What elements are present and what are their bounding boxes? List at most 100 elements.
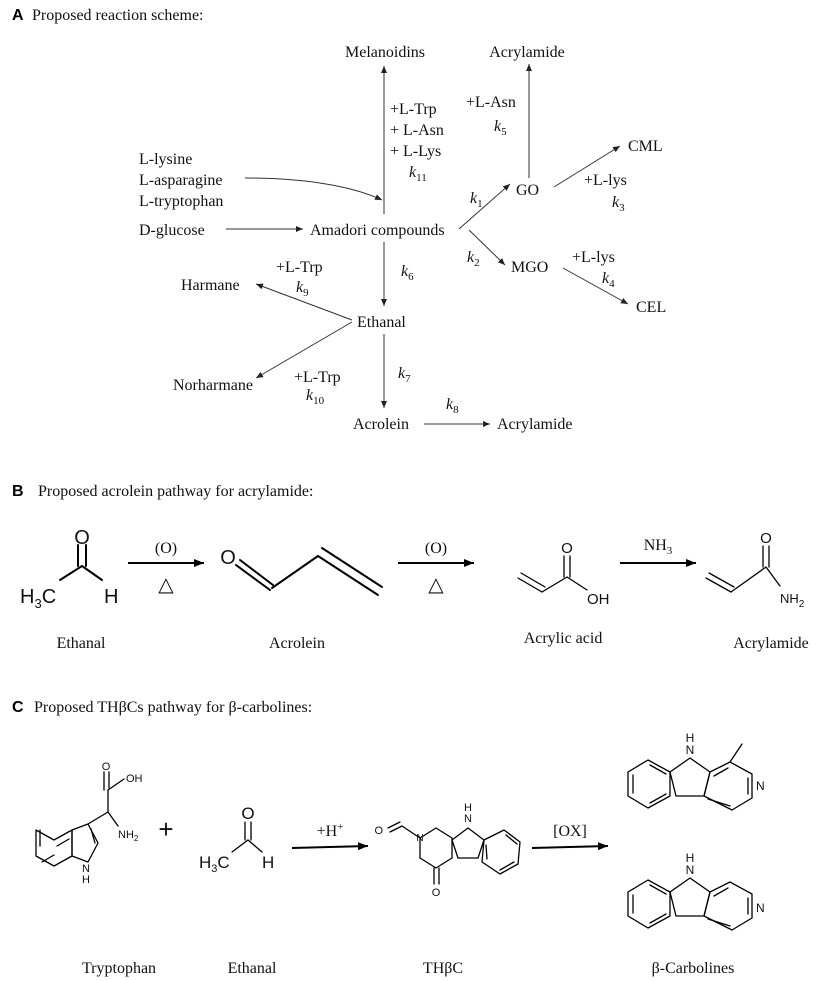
- atom-o: O: [102, 761, 111, 773]
- rate-k1: k1: [470, 190, 483, 210]
- rate-k4: k4: [602, 270, 615, 290]
- cond-melanoidin-lys: + L-Lys: [390, 143, 441, 160]
- rate-k10: k10: [306, 387, 325, 407]
- indole-n: N: [82, 863, 90, 875]
- name-acrolein: Acrolein: [269, 635, 325, 652]
- acrylic-acid-structure: O OH: [517, 540, 610, 608]
- name-tryptophan: Tryptophan: [82, 960, 156, 977]
- acrolein-structure: O: [220, 547, 383, 596]
- name-acrylic-acid: Acrylic acid: [524, 630, 603, 647]
- node-acrolein: Acrolein: [353, 416, 409, 433]
- node-ethanal: Ethanal: [357, 314, 406, 331]
- c-step2-condition: [OX]: [553, 823, 587, 840]
- rate-k7: k7: [398, 365, 411, 385]
- rate-k6: k6: [401, 263, 414, 283]
- thbc-structure: N H O N O: [374, 802, 521, 899]
- panel-b: B Proposed acrolein pathway for acrylami…: [12, 483, 809, 652]
- rate-k3: k3: [612, 194, 625, 214]
- name-beta-carbolines: β-Carbolines: [652, 960, 735, 977]
- node-l-lysine: L-lysine: [139, 151, 192, 168]
- panel-b-letter: B: [12, 483, 24, 500]
- atom-h: H: [262, 853, 274, 872]
- cond-norharmane-trp: +L-Trp: [294, 369, 341, 386]
- cond-go-lys: +L-lys: [584, 172, 627, 189]
- node-go: GO: [516, 182, 539, 199]
- node-melanoidins: Melanoidins: [345, 44, 425, 61]
- node-d-glucose: D-glucose: [139, 222, 205, 239]
- name-ethanal: Ethanal: [57, 635, 106, 652]
- plus-sign: +: [158, 814, 173, 844]
- norharmane-structure: N H N: [627, 851, 765, 931]
- c-step1-condition: +H+: [317, 821, 344, 840]
- ethanal-structure: O H H3C: [20, 527, 118, 611]
- norharmane-ring-n: N: [756, 901, 765, 915]
- panel-c-letter: C: [12, 699, 24, 716]
- cond-harmane-trp: +L-Trp: [276, 259, 323, 276]
- panel-a: A Proposed reaction scheme: Melanoidins …: [12, 7, 666, 433]
- harmane-structure: N H N: [627, 731, 765, 811]
- atom-nh2: NH2: [780, 591, 805, 610]
- arrow-amadori-to-mgo: [468, 229, 506, 266]
- indole-h: H: [82, 874, 90, 886]
- cond-go-asn: +L-Asn: [466, 94, 516, 111]
- atom-nh2: NH2: [118, 829, 139, 843]
- panel-a-title: Proposed reaction scheme:: [32, 7, 204, 24]
- atom-h: H: [104, 586, 118, 608]
- arrow-c-step1: [291, 842, 369, 851]
- formyl-o: O: [374, 825, 383, 837]
- node-amadori-compounds: Amadori compounds: [310, 222, 445, 239]
- harmane-n: N: [686, 743, 695, 757]
- rate-k9: k9: [296, 279, 309, 299]
- arrow-c-step2: [531, 842, 609, 851]
- harmane-h: H: [686, 731, 695, 745]
- tryptophan-structure: N H O OH NH2: [35, 761, 143, 886]
- harmane-ring-n: N: [756, 779, 765, 793]
- atom-o: O: [561, 540, 573, 557]
- node-harmane: Harmane: [181, 277, 240, 294]
- step2-condition-top: (O): [425, 540, 447, 557]
- node-cel: CEL: [636, 299, 666, 316]
- atom-oh: OH: [126, 773, 143, 785]
- node-l-asparagine: L-asparagine: [139, 172, 223, 189]
- name-ethanal-c: Ethanal: [228, 960, 277, 977]
- norharmane-h: H: [686, 851, 695, 865]
- node-mgo: MGO: [511, 259, 548, 276]
- atom-h3c: H3C: [20, 586, 56, 611]
- arrow-mgo-to-cel: [562, 267, 629, 305]
- arrow-amino-acids-to-amadori: [244, 177, 383, 201]
- atom-oh: OH: [587, 591, 610, 608]
- step3-condition-top: NH3: [644, 537, 673, 557]
- cond-mgo-lys: +L-lys: [572, 249, 615, 266]
- panel-c: C Proposed THβCs pathway for β-carboline…: [12, 699, 765, 977]
- atom-o: O: [241, 804, 254, 823]
- rate-k8: k8: [446, 396, 459, 416]
- node-acrylamide-top: Acrylamide: [489, 44, 565, 61]
- thbc-n: N: [464, 813, 472, 825]
- node-l-tryptophan: L-tryptophan: [139, 193, 223, 210]
- node-cml: CML: [628, 138, 663, 155]
- name-acrylamide: Acrylamide: [733, 635, 809, 652]
- node-norharmane: Norharmane: [173, 377, 253, 394]
- atom-o: O: [760, 530, 772, 547]
- atom-o: O: [74, 527, 90, 549]
- ketone-o: O: [432, 887, 441, 899]
- rate-k11: k11: [409, 164, 427, 184]
- name-thbc: THβC: [423, 960, 463, 977]
- step2-condition-bottom: △: [428, 574, 444, 596]
- atom-h3c: H3C: [199, 853, 230, 875]
- thbc-h: H: [464, 802, 472, 814]
- cond-melanoidin-asn: + L-Asn: [390, 122, 444, 139]
- panel-a-letter: A: [12, 7, 24, 24]
- arrow-amadori-to-go: [458, 183, 511, 230]
- arrow-go-to-cml: [553, 145, 621, 188]
- ethanal-structure-c: O H H3C: [199, 804, 274, 875]
- arrow-ethanal-to-norharmane: [255, 321, 353, 379]
- atom-o: O: [220, 547, 236, 569]
- panel-c-title: Proposed THβCs pathway for β-carbolines:: [34, 699, 312, 716]
- step1-condition-bottom: △: [158, 574, 174, 596]
- step1-condition-top: (O): [155, 540, 177, 557]
- acrylamide-structure: O NH2: [705, 530, 805, 610]
- panel-b-title: Proposed acrolein pathway for acrylamide…: [38, 483, 313, 500]
- cond-melanoidin-trp: +L-Trp: [390, 101, 437, 118]
